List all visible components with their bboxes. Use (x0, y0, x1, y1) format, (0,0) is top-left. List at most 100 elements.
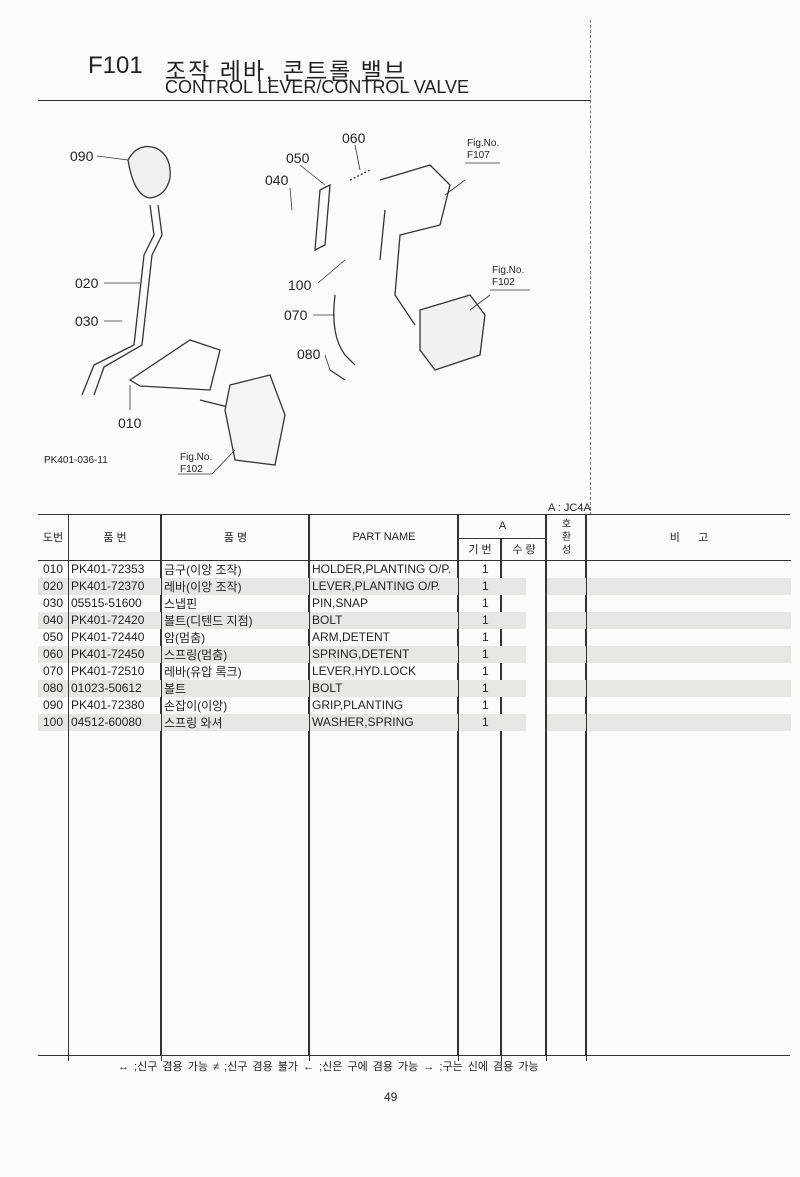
fig-ref-number: F102 (180, 464, 203, 475)
compatibility-legend: ↔ ;신구 겸용 가능 ≠ ;신구 겸용 불가 ← ;신은 구에 겸용 가능 →… (118, 1061, 539, 1073)
row-qty: 1 (481, 577, 527, 595)
row-remark (586, 662, 791, 680)
row-qty: 1 (481, 679, 527, 697)
row-part-name: GRIP,PLANTING (309, 696, 459, 714)
row-qty: 1 (481, 560, 527, 578)
header-part-no: 품 번 (68, 515, 162, 561)
row-part-no: 05515-51600 (68, 594, 162, 612)
section-code: F101 (88, 52, 143, 79)
table-bottom-rule (38, 1055, 790, 1056)
grip-part (127, 145, 171, 199)
row-part-no: 01023-50612 (68, 679, 162, 697)
title-korean: 조작 레바, 콘트롤 밸브 (165, 58, 408, 84)
row-compat (546, 577, 587, 595)
row-no: 020 (38, 577, 69, 595)
callout-050: 050 (286, 150, 310, 166)
row-part-name: WASHER,SPRING (309, 713, 459, 731)
row-compat (546, 696, 587, 714)
lever-part (81, 204, 163, 396)
title-rule (38, 100, 591, 101)
header-remark: 비 고 (586, 515, 791, 561)
page-number: 49 (384, 1090, 398, 1104)
row-compat (546, 628, 587, 646)
bolt-part (329, 369, 346, 381)
row-name-ko: 스냅핀 (161, 594, 310, 612)
callout-080: 080 (297, 346, 321, 362)
callout-060: 060 (342, 130, 366, 146)
row-part-name: LEVER,PLANTING O/P. (309, 577, 459, 595)
empty-cell (38, 731, 69, 1061)
row-no: 090 (42, 698, 64, 712)
callout-100: 100 (288, 277, 312, 293)
row-part-name: SPRING,DETENT (309, 645, 459, 663)
drawing-number: PK401-036-11 (44, 455, 108, 466)
row-name-ko: 레바(유압 록크) (161, 662, 310, 680)
fig-ref-f107: Fig.No.F107 (467, 138, 499, 162)
row-part-name: HOLDER,PLANTING O/P. (309, 560, 459, 578)
parts-diagram (81, 144, 530, 475)
callout-070: 070 (284, 307, 308, 323)
row-no: 080 (38, 679, 69, 697)
row-name-ko: 금구(이앙 조작) (161, 560, 310, 578)
row-part-name: BOLT (309, 679, 459, 697)
bracket-plate (379, 164, 451, 326)
empty-cell (586, 730, 791, 1061)
empty-cell (161, 730, 310, 1061)
row-remark (586, 645, 791, 663)
row-compat (546, 713, 587, 731)
title-english: CONTROL LEVER/CONTROL VALVE (165, 77, 470, 97)
bracket-part (224, 374, 286, 466)
row-remark (586, 560, 791, 578)
row-name-ko: 암(멈춤) (161, 628, 310, 646)
row-part-no: PK401-72353 (68, 560, 162, 578)
row-part-no: PK401-72420 (68, 611, 162, 629)
row-part-no: PK401-72440 (68, 628, 162, 646)
hyd-lock-lever (333, 294, 356, 366)
row-name-ko: 레바(이앙 조작) (161, 577, 310, 595)
fig-ref-label: Fig.No. (467, 138, 500, 149)
fig-ref-label: Fig.No. (180, 452, 213, 463)
row-remark (586, 679, 791, 697)
row-compat (546, 611, 587, 629)
row-no: 100 (38, 713, 69, 731)
row-compat (546, 679, 587, 697)
header-no: 도번 (38, 515, 69, 561)
row-name-ko: 스프링 와셔 (161, 713, 310, 731)
row-qty: 1 (481, 611, 527, 629)
table-top-rule (38, 514, 790, 515)
row-qty: 1 (481, 645, 527, 663)
row-part-name: BOLT (309, 611, 459, 629)
row-no: 060 (38, 645, 69, 663)
row-qty: 1 (481, 696, 527, 714)
valve-part (419, 294, 486, 371)
empty-cell (501, 730, 547, 1061)
row-remark (586, 628, 791, 646)
row-no: 050 (42, 630, 64, 644)
callout-090: 090 (70, 148, 94, 164)
arm-part (314, 183, 331, 252)
row-part-no: PK401-72510 (68, 662, 162, 680)
row-no: 040 (38, 611, 69, 629)
row-name-ko: 손잡이(이앙) (161, 696, 310, 714)
parts-table: 도번 품 번 품 명 PART NAME A 호 환 성 비 고 기 번 수 량… (38, 515, 791, 1061)
row-compat (546, 662, 587, 680)
fig-ref-number: F107 (467, 150, 490, 161)
header-ki: 기 번 (458, 538, 502, 561)
row-part-no: 04512-60080 (68, 713, 162, 731)
row-no: 010 (42, 562, 64, 576)
row-part-no: PK401-72370 (68, 577, 162, 595)
row-remark (586, 594, 791, 612)
row-part-no: PK401-72380 (68, 696, 162, 714)
header-qty: 수 량 (501, 538, 547, 561)
row-qty: 1 (481, 713, 527, 731)
row-remark (586, 611, 791, 629)
empty-cell (546, 730, 587, 1061)
callout-040: 040 (265, 172, 289, 188)
row-name-ko: 스프링(멈춤) (161, 645, 310, 663)
empty-cell (68, 730, 162, 1061)
